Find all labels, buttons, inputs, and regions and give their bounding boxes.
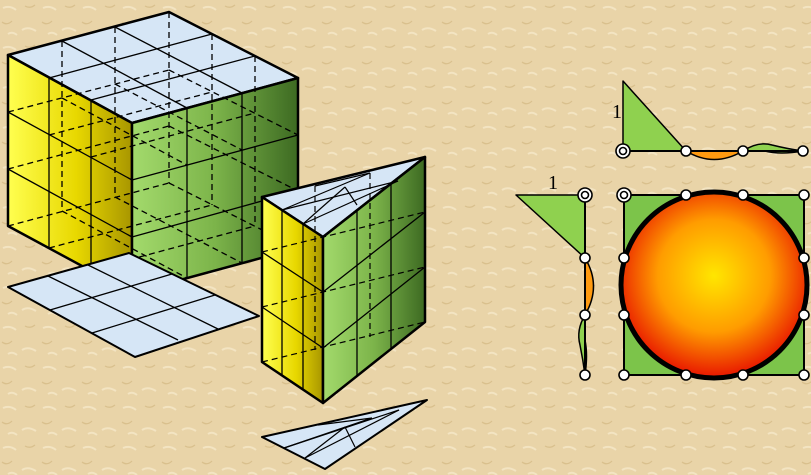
circle-solution-field <box>621 192 807 378</box>
2d-element-with-circle <box>621 192 807 378</box>
left-basis-value-label: 1 <box>548 172 558 194</box>
top-basis-value-label: 1 <box>612 101 622 123</box>
